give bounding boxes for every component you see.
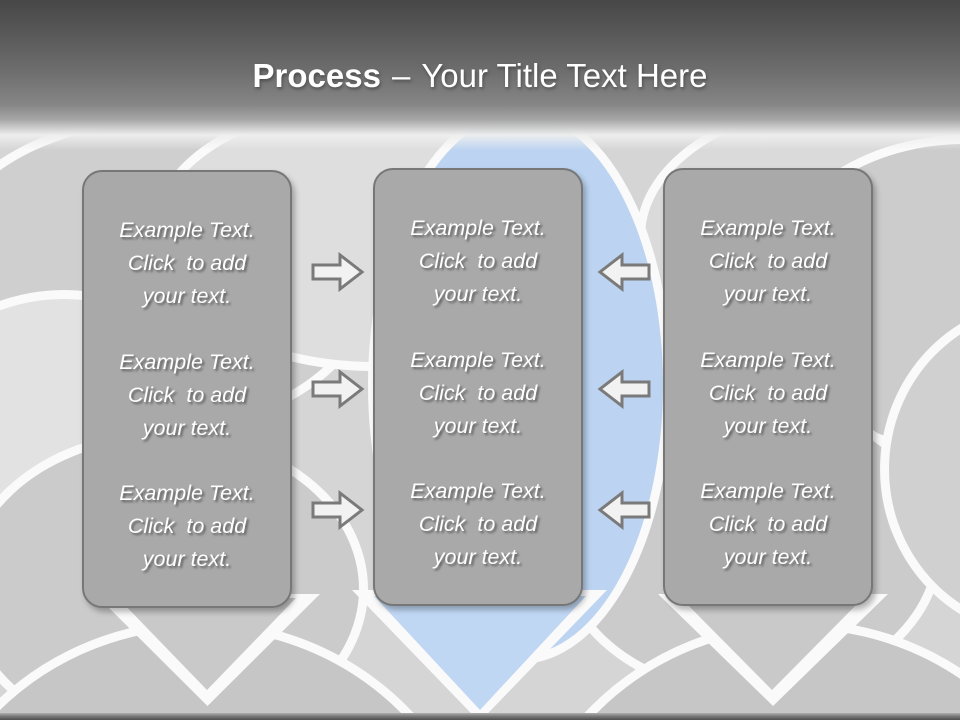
text-line: Example Text.	[119, 218, 255, 242]
footer-bar	[0, 713, 960, 720]
text-line: Example Text.	[700, 479, 836, 503]
arrow-right-icon	[311, 369, 365, 409]
arrow-left-icon	[597, 490, 651, 530]
text-placeholder[interactable]: Example Text. Click to add your text.	[381, 344, 575, 443]
title-separator: –	[391, 57, 411, 94]
text-line: Example Text.	[119, 481, 255, 505]
arrow-right-icon	[311, 490, 365, 530]
text-line: Click to add	[127, 382, 247, 407]
text-line: Click to add	[127, 514, 247, 538]
arrow-left-icon	[597, 252, 651, 292]
page-title[interactable]: Process–Your Title Text Here	[0, 0, 960, 95]
text-line: Example Text.	[700, 347, 836, 372]
text-placeholder[interactable]: Example Text. Click to add your text.	[90, 477, 284, 576]
text-line: your text.	[433, 413, 523, 438]
text-line: your text.	[723, 282, 813, 306]
arrow-left-icon	[597, 369, 651, 409]
title-rest: Your Title Text Here	[421, 57, 708, 94]
title-bar: Process–Your Title Text Here	[0, 0, 960, 150]
text-line: Example Text.	[700, 216, 836, 240]
text-line: your text.	[142, 547, 232, 571]
text-line: your text.	[142, 415, 232, 440]
text-placeholder[interactable]: Example Text. Click to add your text.	[671, 344, 865, 443]
text-line: your text.	[433, 545, 523, 569]
arrow-right-icon	[311, 252, 365, 292]
process-box-left[interactable]: Example Text. Click to add your text. Ex…	[82, 170, 292, 608]
text-placeholder[interactable]: Example Text. Click to add your text.	[381, 475, 575, 574]
text-placeholder[interactable]: Example Text. Click to add your text.	[671, 475, 865, 574]
text-line: Click to add	[418, 249, 538, 273]
text-placeholder[interactable]: Example Text. Click to add your text.	[90, 214, 284, 313]
text-line: Example Text.	[410, 216, 546, 240]
text-line: Example Text.	[119, 349, 255, 374]
text-placeholder[interactable]: Example Text. Click to add your text.	[671, 212, 865, 311]
process-box-right[interactable]: Example Text. Click to add your text. Ex…	[663, 168, 873, 606]
text-line: Click to add	[418, 512, 538, 536]
text-line: Click to add	[708, 512, 828, 536]
process-box-center[interactable]: Example Text. Click to add your text. Ex…	[373, 168, 583, 606]
title-emphasis: Process	[252, 57, 381, 94]
text-line: your text.	[723, 413, 813, 438]
text-line: Click to add	[127, 251, 247, 275]
text-line: Click to add	[708, 380, 828, 405]
text-line: your text.	[142, 284, 232, 308]
text-line: Click to add	[418, 380, 538, 405]
text-line: your text.	[433, 282, 523, 306]
text-line: your text.	[723, 545, 813, 569]
text-line: Example Text.	[410, 347, 546, 372]
text-placeholder[interactable]: Example Text. Click to add your text.	[90, 346, 284, 445]
text-placeholder[interactable]: Example Text. Click to add your text.	[381, 212, 575, 311]
text-line: Example Text.	[410, 479, 546, 503]
text-line: Click to add	[708, 249, 828, 273]
